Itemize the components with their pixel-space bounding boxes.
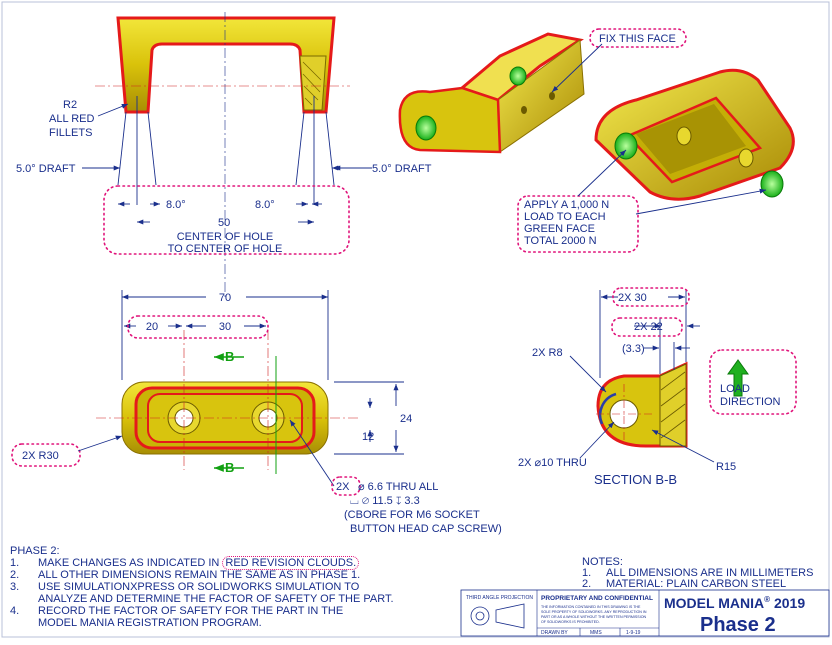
notes-item-1-num: 1. [582,567,592,579]
notes-item-2: 2. MATERIAL: PLAIN CARBON STEEL [582,578,786,590]
title-block [460,589,830,637]
projection-symbol-icon [470,606,490,626]
phase-item-3: 3. USE SIMULATIONXPRESS OR SOLIDWORKS SIM… [10,581,359,593]
span-note-line-1: CENTER OF HOLE [177,231,274,243]
top-view-body [116,16,336,114]
fix-face-label: FIX THIS FACE [599,33,676,45]
iso-view-right [594,68,795,201]
brand-title: MODEL MANIA®2019 [664,595,805,611]
legal-line-3: PART OR AS A WHOLE WITHOUT THE WRITTEN P… [541,615,647,619]
drawn-by-label: DRAWN BY [541,630,568,636]
load-note-line-1: APPLY A 1,000 N [524,199,609,211]
phase-item-1: 1. MAKE CHANGES AS INDICATED IN RED REVIS… [10,556,360,570]
angle-left-label: 8.0° [166,199,186,211]
load-note-line-3: GREEN FACE [524,223,595,235]
notes-item-1: 1. ALL DIMENSIONS ARE IN MILLIMETERS [582,567,813,579]
revision-cloud-section [612,287,690,307]
span-dimension: 50 [218,217,230,229]
section-mark-top: B [225,349,234,364]
revision-cloud-front [127,315,269,339]
dim-30: 30 [219,321,231,333]
projection-label: THIRD ANGLE PROJECTION [466,595,533,601]
span-note-line-2: TO CENTER OF HOLE [168,243,283,255]
section-r8-label: 2X R8 [532,347,563,359]
radius-r30-label: 2X R30 [22,450,59,462]
revision-cloud-radius [11,443,81,467]
legal-line-1: THE INFORMATION CONTAINED IN THIS DRAWIN… [541,605,641,609]
section-mark-bottom: B [225,460,234,475]
iso-view-left [398,32,585,154]
revision-cloud-qty [331,476,361,496]
section-view [569,287,797,463]
section-title: SECTION B-B [594,472,677,487]
hole-note-line-3: (CBORE FOR M6 SOCKET [344,509,480,521]
dim-12: 12 [362,431,374,443]
hole-note-line-4: BUTTON HEAD CAP SCREW) [350,523,502,535]
section-dim-3-3: (3.3) [622,343,645,355]
phase-item-1-text: MAKE CHANGES AS INDICATED IN [38,557,223,569]
proprietary-label: PROPRIETARY AND CONFIDENTIAL [541,595,653,602]
drawn-by-name: MMS [590,630,602,636]
legal-line-4: OF SOLIDWORKS IS PROHIBITED. [541,620,600,624]
section-r15-label: R15 [716,461,736,473]
fillet-note-line-2: ALL RED [49,113,95,125]
section-dim-22: 2X 22 [634,321,663,333]
notes-item-2-num: 2. [582,578,592,590]
legal-line-2: SOLE PROPERTY OF SOLIDWORKS. ANY REPRODU… [541,610,647,614]
phase-item-4-num: 4. [10,605,20,617]
fillet-note-line-1: R2 [63,99,77,111]
phase-title: Phase 2 [700,614,776,636]
draft-left-label: 5.0° DRAFT [16,163,76,175]
notes-heading: NOTES: [582,556,623,568]
phase-item-2-text: ALL OTHER DIMENSIONS REMAIN THE SAME AS … [38,569,361,581]
height-dim: 24 [400,413,412,425]
revision-cloud-top [103,185,350,255]
drawn-date: 1-9-19 [626,630,641,636]
green-face-b [760,170,784,198]
phase-item-4: 4. RECORD THE FACTOR OF SAFETY FOR THE PA… [10,605,343,617]
top-view [82,12,372,300]
draft-right-label: 5.0° DRAFT [372,163,432,175]
green-face-left [415,115,437,141]
top-view-section-hatch [299,55,327,111]
section-dim-30: 2X 30 [618,292,647,304]
hole-note-qty: 2X [336,481,350,493]
load-direction-line-1: LOAD [720,383,750,395]
hole-note-line-2: ⌴ ⌀ 11.5 ↧ 3.3 [350,495,420,507]
overall-length-dim: 70 [219,292,231,304]
phase-item-4-cont: MODEL MANIA REGISTRATION PROGRAM. [38,617,262,629]
phase-item-2-num: 2. [10,569,20,581]
phase-item-4-text: RECORD THE FACTOR OF SAFETY FOR THE PART… [38,605,344,617]
notes-item-1-text: ALL DIMENSIONS ARE IN MILLIMETERS [606,567,814,579]
load-note-line-4: TOTAL 2000 N [524,235,597,247]
angle-right-label: 8.0° [255,199,275,211]
phase-item-2: 2. ALL OTHER DIMENSIONS REMAIN THE SAME A… [10,569,360,581]
dim-20: 20 [146,321,158,333]
load-note-line-2: LOAD TO EACH [524,211,606,223]
fillet-note-line-3: FILLETS [49,127,92,139]
revision-cloud-note: RED REVISION CLOUDS. [222,556,360,570]
revision-cloud-load-direction [709,349,797,415]
green-face-a [614,132,638,160]
front-view [11,290,404,496]
phase-item-1-num: 1. [10,557,20,569]
revision-cloud-fix [589,28,687,48]
load-direction-arrow-icon [727,359,749,397]
load-direction-line-2: DIRECTION [720,396,781,408]
hole-note-line-1: ⌀ 6.6 THRU ALL [358,481,438,493]
phase-heading: PHASE 2: [10,545,60,557]
phase-item-3-text: USE SIMULATIONXPRESS OR SOLIDWORKS SIMUL… [38,581,360,593]
phase-item-3-num: 3. [10,581,20,593]
section-thru-label: 2X ⌀10 THRU [518,457,587,469]
notes-item-2-text: MATERIAL: PLAIN CARBON STEEL [606,578,787,590]
phase-item-3-cont: ANALYZE AND DETERMINE THE FACTOR OF SAFE… [38,593,394,605]
